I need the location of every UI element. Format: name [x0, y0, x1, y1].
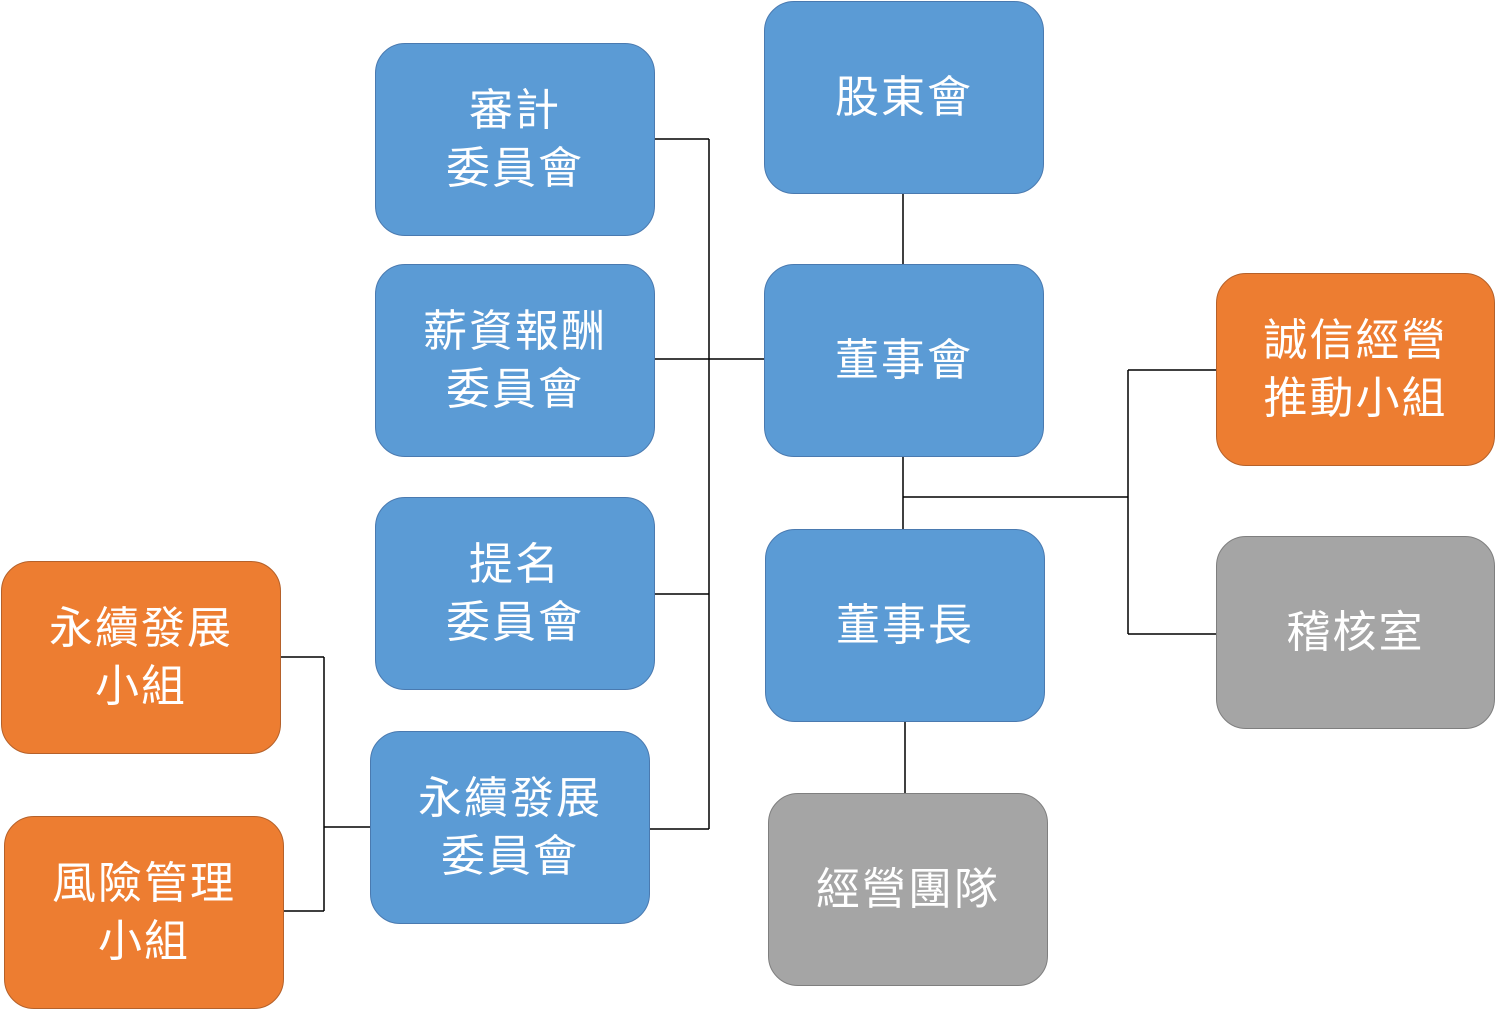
sustainability-group-label-2: 小組 [95, 660, 187, 712]
sustainability-group-label-1: 永續發展 [49, 602, 233, 654]
audit-committee-label-1: 審計 [469, 84, 561, 136]
shareholders-label: 股東會 [835, 71, 973, 123]
compensation-committee-label-1: 薪資報酬 [423, 305, 607, 357]
compensation-committee-node: 薪資報酬 委員會 [375, 264, 655, 457]
integrity-group-label-2: 推動小組 [1263, 372, 1448, 424]
integrity-group-node: 誠信經營 推動小組 [1216, 273, 1495, 466]
compensation-committee-label-2: 委員會 [446, 363, 584, 415]
risk-group-node: 風險管理 小組 [4, 816, 284, 1009]
audit-office-label: 稽核室 [1286, 606, 1425, 658]
risk-group-label-1: 風險管理 [52, 857, 236, 909]
integrity-group-label-1: 誠信經營 [1263, 314, 1448, 366]
nomination-committee-label-2: 委員會 [446, 596, 584, 648]
sustainability-group-node: 永續發展 小組 [1, 561, 281, 754]
sustainability-committee-label-2: 委員會 [441, 830, 579, 882]
board-node: 董事會 [764, 264, 1044, 457]
management-label: 經營團隊 [816, 863, 1000, 915]
board-label: 董事會 [835, 334, 973, 386]
nomination-committee-label-1: 提名 [469, 538, 561, 590]
shareholders-node: 股東會 [764, 1, 1044, 194]
risk-group-label-2: 小組 [98, 915, 190, 967]
sustainability-committee-node: 永續發展 委員會 [370, 731, 650, 924]
sustainability-committee-label-1: 永續發展 [418, 772, 602, 824]
audit-committee-node: 審計 委員會 [375, 43, 655, 236]
chairman-node: 董事長 [765, 529, 1045, 722]
nomination-committee-node: 提名 委員會 [375, 497, 655, 690]
audit-office-node: 稽核室 [1216, 536, 1495, 729]
chairman-label: 董事長 [836, 599, 974, 651]
audit-committee-label-2: 委員會 [446, 142, 584, 194]
management-node: 經營團隊 [768, 793, 1048, 986]
